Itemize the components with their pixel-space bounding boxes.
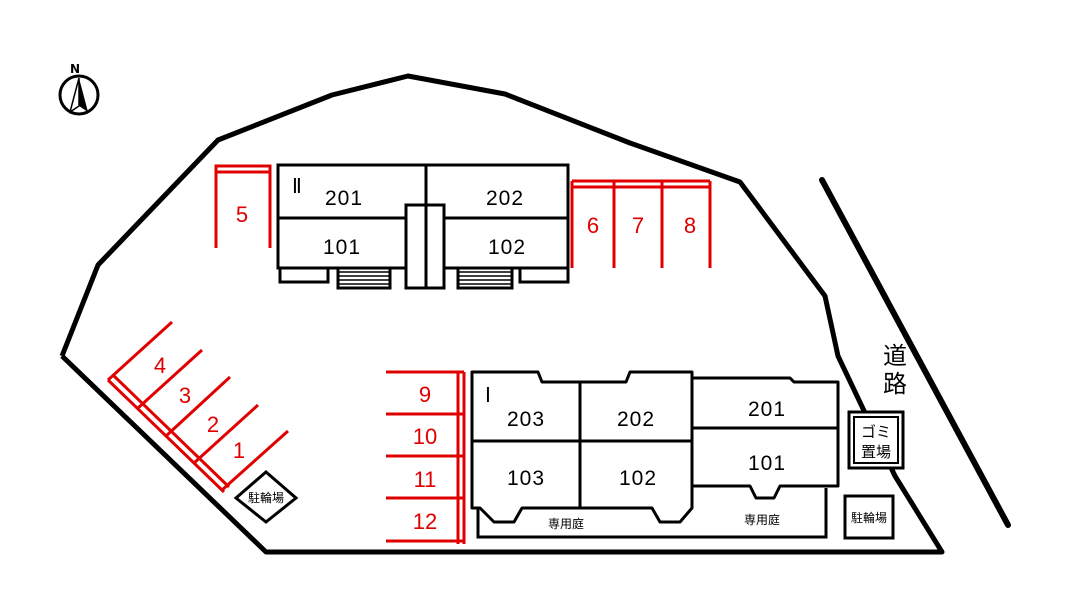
building-ii-stairs-1-steps	[338, 271, 390, 285]
building-ii-room-201: 201	[325, 187, 363, 210]
building-ii: Ⅱ 201 202 101 102	[276, 163, 570, 290]
parking-space-5: 5	[236, 202, 248, 227]
building-ii-balcony-2	[518, 266, 570, 284]
building-ii-stairs-2	[456, 266, 514, 290]
parking-space-9: 9	[419, 382, 431, 407]
building-ii-balcony-1	[278, 266, 330, 284]
building-i-room-201: 201	[748, 398, 786, 421]
parking-space-1: 1	[233, 438, 245, 463]
bike-parking-right-label: 駐輪場	[851, 510, 887, 525]
parking-group-9-12	[386, 370, 466, 544]
road-edge	[819, 177, 1011, 528]
building-ii-stairs-1	[336, 266, 392, 290]
garbage-label-1: ゴミ	[861, 423, 891, 441]
building-ii-right-upper	[424, 163, 570, 220]
road-label-1: 道	[883, 342, 907, 370]
building-ii-stairs-2-steps	[458, 271, 512, 285]
building-ii-right-lower	[442, 216, 570, 270]
parking-space-12: 12	[413, 509, 437, 534]
compass-label: N	[70, 62, 80, 76]
road-label-2: 路	[883, 370, 907, 398]
garbage-area: ゴミ 置場	[847, 410, 905, 470]
garden-left-label: 専用庭	[548, 516, 584, 531]
building-i: Ⅰ 203 202 201 103 102 101 専用庭 専用庭	[470, 370, 840, 539]
bike-parking-left: 駐輪場	[233, 470, 299, 524]
garbage-label-2: 置場	[861, 443, 891, 461]
bike-parking-right: 駐輪場	[843, 494, 895, 540]
building-i-label: Ⅰ	[485, 383, 491, 407]
building-ii-left-lower	[276, 216, 408, 270]
site-boundary	[59, 73, 945, 555]
parking-space-7: 7	[632, 213, 644, 238]
garden-right-label: 専用庭	[744, 512, 780, 527]
parking-space-10: 10	[413, 424, 437, 449]
building-i-room-202: 202	[617, 408, 655, 431]
building-i-garden-fence	[476, 488, 828, 539]
building-ii-room-202: 202	[486, 187, 524, 210]
compass: N	[58, 62, 100, 116]
parking-space-6: 6	[587, 213, 599, 238]
building-ii-label: Ⅱ	[292, 174, 302, 198]
parking-space-4: 4	[154, 353, 166, 378]
parking-space-2: 2	[207, 412, 219, 437]
north-arrow-outline-icon	[68, 77, 80, 114]
building-i-room-102: 102	[619, 467, 657, 490]
building-ii-room-101: 101	[323, 236, 361, 259]
north-arrow-icon	[79, 78, 88, 112]
building-i-room-103: 103	[507, 467, 545, 490]
building-i-room-101: 101	[748, 452, 786, 475]
parking-space-3: 3	[179, 383, 191, 408]
building-i-room-203: 203	[507, 408, 545, 431]
parking-group-6-8	[570, 179, 712, 268]
parking-space-11: 11	[414, 467, 437, 492]
building-ii-room-102: 102	[488, 236, 526, 259]
bike-parking-left-label: 駐輪場	[248, 490, 284, 505]
parking-group-1-4	[106, 320, 289, 494]
parking-space-8: 8	[684, 213, 696, 238]
building-i-outline	[470, 370, 840, 524]
parking-group-5	[214, 164, 272, 248]
